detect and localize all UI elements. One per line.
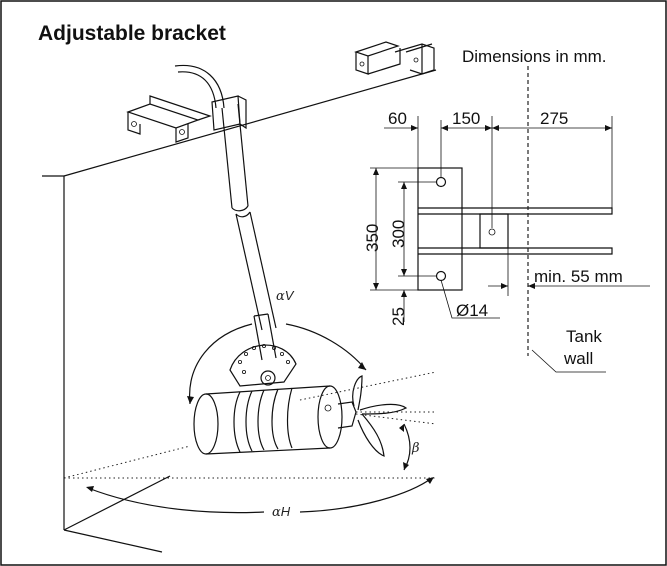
min-gap-label: min. 55 mm (534, 267, 623, 286)
diagram-title: Adjustable bracket (38, 22, 226, 45)
angle-alpha-h: αH (272, 504, 291, 520)
bracket-thumbnail (354, 41, 435, 75)
wall-plate (417, 167, 463, 291)
dim-275: 275 (540, 109, 568, 128)
dim-350: 350 (363, 224, 382, 252)
dim-25: 25 (389, 307, 408, 326)
mixer-illustration: αV αH β (42, 64, 437, 553)
tank-wall-label-2: wall (563, 349, 593, 368)
dim-150: 150 (452, 109, 480, 128)
dimension-drawing: 60 150 275 350 300 25 Ø14 min. 55 mm Tan… (363, 66, 650, 373)
units-note: Dimensions in mm. (462, 47, 607, 66)
tank-wall-label-1: Tank (566, 327, 602, 346)
dim-60: 60 (388, 109, 407, 128)
angle-alpha-v: αV (276, 288, 295, 304)
hole-diameter: Ø14 (456, 301, 488, 320)
lower-hole (435, 270, 447, 282)
dim-300: 300 (389, 220, 408, 248)
angle-beta: β (411, 441, 420, 456)
upper-hole (435, 176, 447, 188)
